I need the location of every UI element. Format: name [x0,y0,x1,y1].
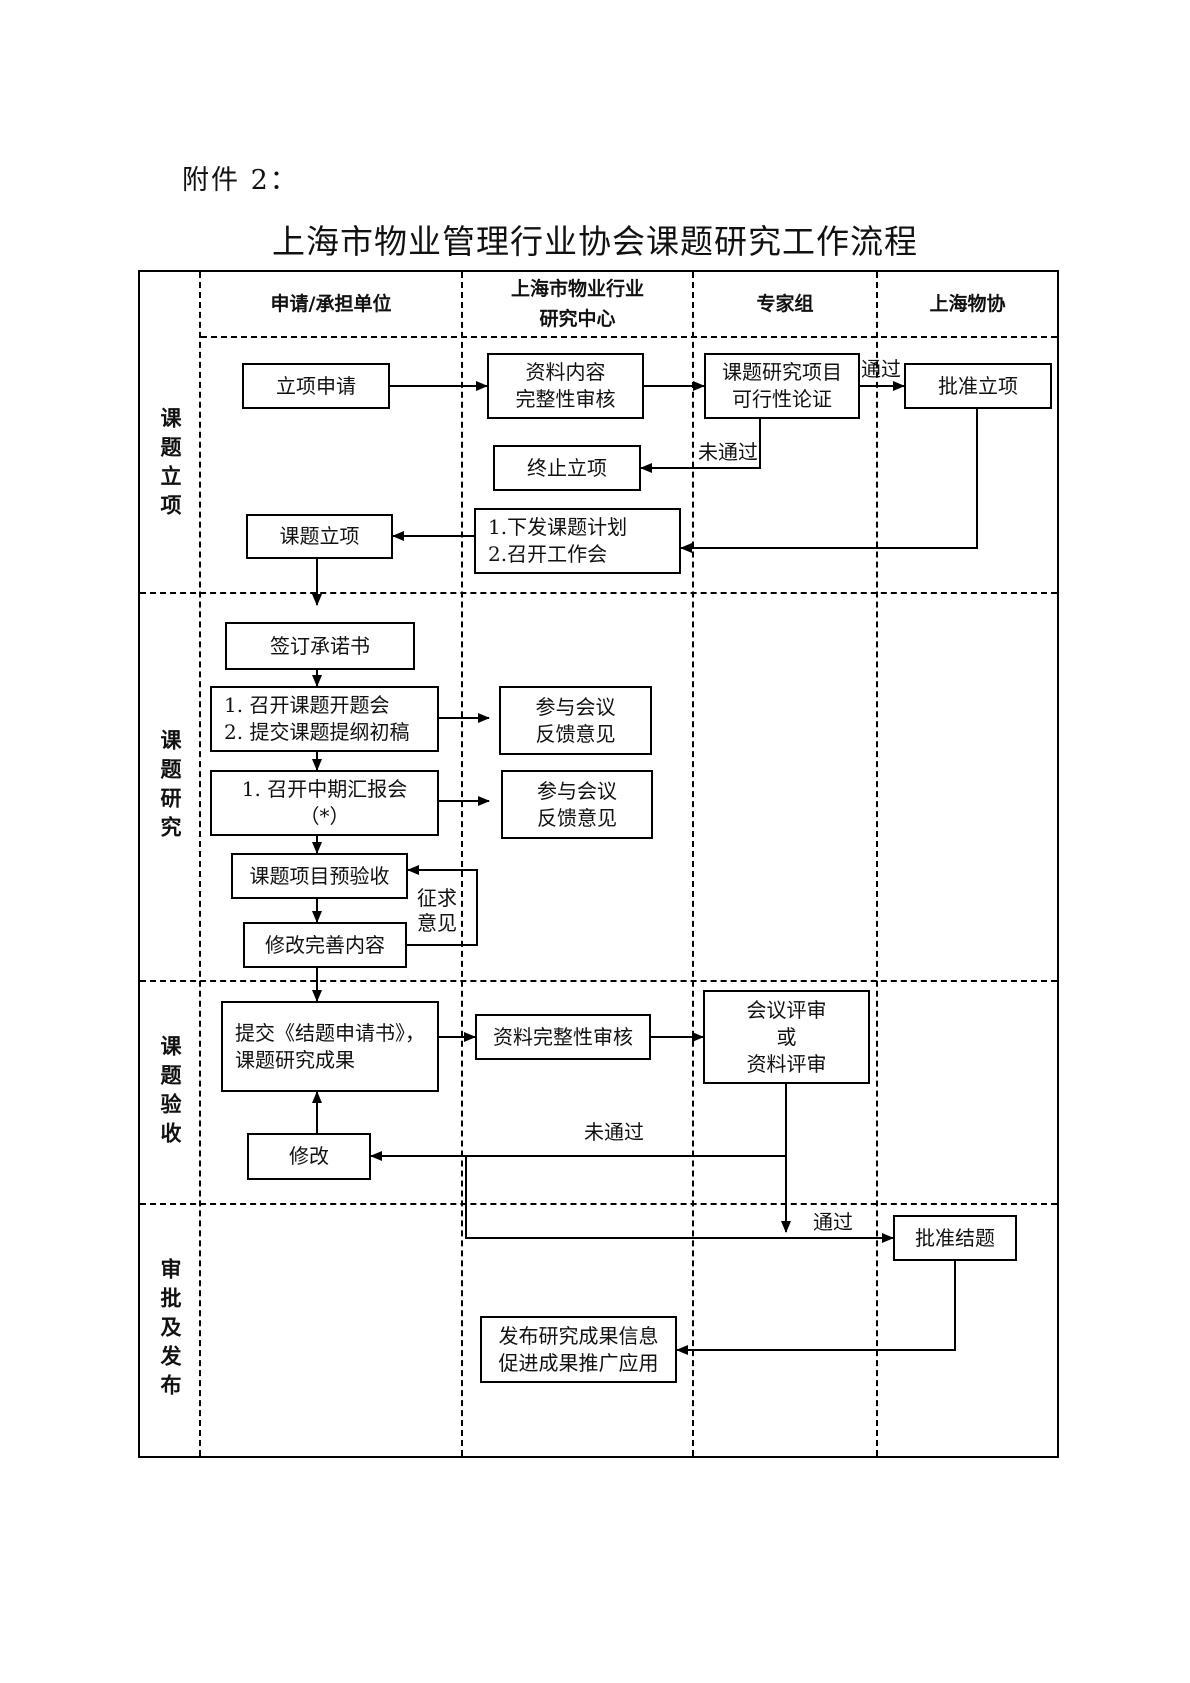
phase-label-project-setup: 课题立项 [158,407,182,523]
box-text-line: 反馈意见 [535,721,616,746]
column-header-association: 上海物协 [929,293,1006,315]
box-text-line: 课题研究项目 [722,360,842,384]
edge-label-fail: 未通过 [698,440,758,464]
column-divider [461,272,463,1456]
material-review-box: 资料内容完整性审核 [487,353,644,419]
expert-review-box: 会议评审或资料评审 [703,990,870,1084]
column-divider [199,272,201,1456]
column-header-expert-group: 专家组 [756,293,814,315]
edge-label-fail-2: 未通过 [584,1120,644,1144]
approve-project-box: 批准立项 [904,363,1052,409]
column-divider [692,272,694,1456]
approve-closing-box: 批准结题 [893,1215,1017,1261]
edge-label-solicit: 征求 意见 [417,886,457,935]
box-text-line: 资料完整性审核 [493,1024,633,1049]
page-title: 上海市物业管理行业协会课题研究工作流程 [272,222,918,261]
arrow-revise-loop [407,865,478,946]
box-text-line: 资料内容 [525,360,606,384]
box-text-line: 提交《结题申请书》， [235,1020,425,1045]
box-text-line: 课题立项 [279,524,360,548]
phase-divider [140,1203,1057,1205]
box-text-line: （*） [299,804,350,828]
box-text-line: 立项申请 [276,373,356,398]
box-text-line: 促进成果推广应用 [498,1350,659,1375]
phase-divider [140,592,1057,594]
apply-box: 立项申请 [242,363,390,409]
project-established-box: 课题立项 [246,514,393,559]
box-text-line: 2. 提交课题提纲初稿 [224,720,410,744]
box-text-line: 资料评审 [746,1051,827,1076]
feedback-box-2: 参与会议反馈意见 [501,770,653,839]
completeness-check-box: 资料完整性审核 [475,1014,651,1060]
box-text-line: 修改 [289,1144,329,1168]
box-text-line: 课题研究成果 [235,1047,355,1072]
kickoff-box: 1. 召开课题开题会 2. 提交课题提纲初稿 [210,686,439,752]
flow-table [138,270,1059,1458]
box-text-line: 批准立项 [938,373,1018,398]
feedback-box-1: 参与会议反馈意见 [499,686,652,755]
box-text-line: 课题项目预验收 [249,863,390,888]
modify-box: 修改 [247,1133,371,1180]
arrow-feasibility-fail-terminate [640,419,761,473]
edge-label-pass-2: 通过 [813,1210,853,1234]
arrow-to-approve-closing [465,1156,894,1243]
phase-label-research: 课题研究 [158,729,182,845]
box-text-line: 参与会议 [535,694,616,719]
submit-closing-box: 提交《结题申请书》，课题研究成果 [221,1001,439,1092]
revise-content-box: 修改完善内容 [243,922,407,968]
box-text-line: 完整性审核 [515,387,616,411]
feasibility-box: 课题研究项目可行性论证 [704,353,860,419]
arrow-approve-closing-to-publish [676,1261,956,1355]
box-text-line: 签订承诺书 [270,633,370,658]
arrow-approve-to-issue-plan [680,409,978,553]
box-text-line: 或 [776,1024,797,1049]
box-text-line: 1. 召开课题开题会 [224,693,390,717]
column-divider [876,272,878,1456]
column-header-research-center: 上海市物业行业 研究中心 [510,278,644,330]
column-header-applicant: 申请/承担单位 [270,293,392,315]
phase-divider [140,980,1057,982]
box-text-line: 终止立项 [527,455,607,480]
sign-commitment-box: 签订承诺书 [225,622,415,670]
attachment-label: 附件 2： [182,165,299,196]
edge-label-pass: 通过 [861,357,901,381]
pre-acceptance-box: 课题项目预验收 [231,853,408,899]
box-text-line: 发布研究成果信息 [498,1323,659,1348]
issue-plan-box: 1.下发课题计划 2.召开工作会 [474,508,681,574]
phase-label-acceptance: 课题验收 [158,1034,182,1151]
box-text-line: 会议评审 [746,997,827,1022]
arrow-expert-fail-modify [370,1084,787,1161]
box-text-line: 1.下发课题计划 [488,515,628,539]
box-text-line: 批准结题 [915,1225,995,1250]
midterm-box: 1. 召开中期汇报会 （*） [210,770,439,836]
header-divider [201,336,1057,338]
publish-box: 发布研究成果信息促进成果推广应用 [480,1316,677,1383]
box-text-line: 参与会议 [537,778,617,803]
box-text-line: 2.召开工作会 [488,542,608,566]
box-text-line: 反馈意见 [537,805,617,830]
box-text-line: 修改完善内容 [265,932,385,957]
terminate-box: 终止立项 [493,445,641,491]
box-text-line: 1. 召开中期汇报会 [241,777,408,801]
box-text-line: 可行性论证 [732,387,832,411]
phase-label-approval-publish: 审批及发布 [158,1258,182,1403]
